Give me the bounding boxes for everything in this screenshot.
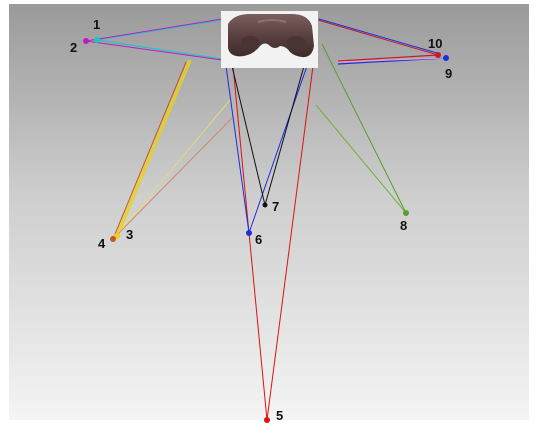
line-8-upper <box>321 43 407 214</box>
object-cusp-right <box>287 36 305 48</box>
line-2-upper <box>85 18 223 42</box>
line-10-upper <box>317 19 439 56</box>
line-9-upper <box>318 18 438 54</box>
line-5-right <box>266 65 314 421</box>
object-cusp-left <box>241 36 259 48</box>
label-4: 4 <box>98 236 106 251</box>
point-labels: 1 2 3 4 5 6 7 8 9 10 <box>70 17 452 423</box>
label-3: 3 <box>126 227 133 242</box>
point-8 <box>403 210 409 216</box>
line-2-lower <box>85 40 223 61</box>
point-5 <box>264 417 270 423</box>
label-5: 5 <box>276 408 283 423</box>
point-4 <box>110 236 116 242</box>
point-2 <box>83 38 89 44</box>
label-8: 8 <box>400 218 407 233</box>
label-7: 7 <box>272 199 279 214</box>
label-10: 10 <box>428 36 442 51</box>
line-10-lower <box>337 54 439 62</box>
line-3-c <box>115 99 231 237</box>
background-panel <box>9 4 529 420</box>
line-7-left <box>231 65 266 206</box>
label-9: 9 <box>445 66 452 81</box>
label-1: 1 <box>93 17 100 32</box>
point-1 <box>94 37 100 43</box>
line-3-b <box>117 59 192 237</box>
line-5-left <box>232 65 268 421</box>
line-3-a <box>115 59 190 237</box>
connection-lines <box>85 18 447 421</box>
line-9-mid <box>337 57 447 63</box>
point-7 <box>262 202 268 208</box>
label-2: 2 <box>70 40 77 55</box>
points <box>83 37 449 423</box>
point-10 <box>435 52 441 58</box>
point-9 <box>443 55 449 61</box>
line-4-a <box>112 61 187 240</box>
line-7-right <box>264 65 305 206</box>
point-6 <box>246 230 252 236</box>
object-highlight <box>257 19 287 23</box>
tooth-block-icon <box>221 11 318 68</box>
line-6-left <box>225 65 250 234</box>
line-1-lower <box>96 39 223 60</box>
line-4-b <box>112 117 233 240</box>
line-6-right <box>248 65 308 234</box>
line-8-lower <box>315 104 407 214</box>
line-1-upper <box>96 19 223 41</box>
label-6: 6 <box>255 232 262 247</box>
